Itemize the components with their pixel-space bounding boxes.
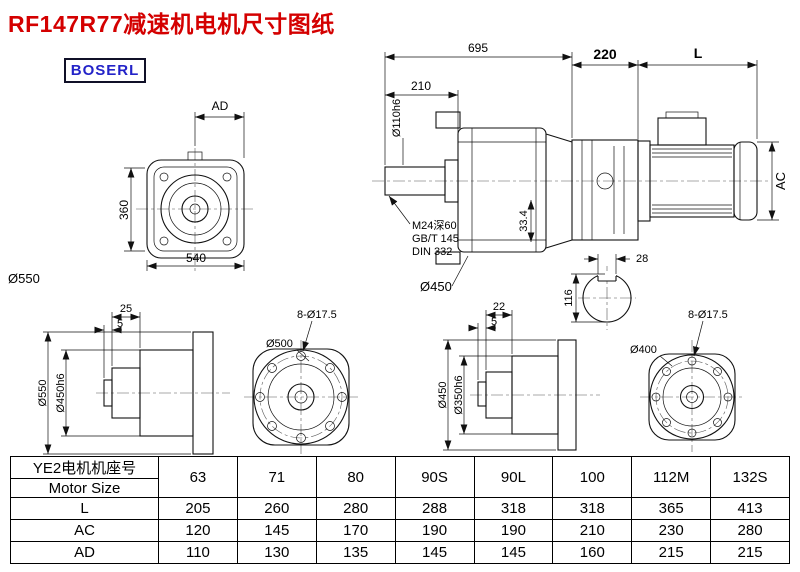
table-row-l: L 205 260 280 288 318 318 365 413	[10, 497, 790, 520]
column-header-90l: 90L	[473, 456, 554, 498]
label-bolt-holes: 8-Ø17.5	[297, 309, 337, 321]
input-gear-unit	[571, 139, 639, 241]
cell-ac-90l: 190	[473, 519, 554, 542]
cell-ad-100: 160	[552, 541, 633, 564]
gearbox-front-view: AD 360 540 Ø550	[8, 99, 256, 286]
flange-b-side-view: 22 5 Ø450 Ø350h6	[437, 301, 600, 451]
cell-l-100: 318	[552, 497, 633, 520]
dim-540: 540	[186, 251, 206, 265]
note-standard: GB/T 145	[412, 233, 459, 245]
column-header-100: 100	[552, 456, 633, 498]
gear-housing	[435, 111, 573, 265]
table-row-ad: AD 110 130 135 145 145 160 215 215	[10, 541, 790, 564]
cell-ac-90s: 190	[394, 519, 475, 542]
cell-ac-63: 120	[158, 519, 238, 542]
label-shaft-diameter: Ø110h6	[391, 99, 403, 137]
gearmotor-side-view: 695 210 220 L Ø110h6 M24深60 GB/T 145 DIN…	[372, 41, 788, 330]
cell-l-71: 260	[236, 497, 317, 520]
shaft-cross-section: 116 28	[563, 253, 648, 330]
label-flange-od: Ø450	[437, 382, 449, 409]
cell-ac-112m: 230	[631, 519, 712, 542]
dim-key-height: 116	[563, 289, 575, 307]
cell-l-63: 205	[158, 497, 238, 520]
cell-ac-71: 145	[236, 519, 317, 542]
column-header-71: 71	[236, 456, 317, 498]
label-bolt-circle: Ø500	[266, 338, 293, 350]
column-header-112m: 112M	[631, 456, 712, 498]
cell-ac-80: 170	[315, 519, 396, 542]
dim-33-4: 33.4	[518, 210, 530, 231]
label-flange-d450: Ø450	[420, 279, 452, 294]
dim-ad: AD	[212, 99, 229, 113]
note-thread: M24深60	[412, 219, 457, 232]
dim-spigot-height: 5	[117, 318, 123, 330]
cell-ad-90s: 145	[394, 541, 475, 564]
table-header-cn: YE2电机机座号	[10, 456, 159, 479]
cell-ad-71: 130	[236, 541, 317, 564]
table-row-ac: AC 120 145 170 190 190 210 230 280	[10, 519, 790, 542]
cell-ad-112m: 215	[631, 541, 712, 564]
dim-motor-height: AC	[773, 172, 788, 190]
flange-a-side-view: 25 5 Ø550 Ø450h6	[37, 303, 230, 455]
row-label-l: L	[10, 497, 159, 520]
row-label-ac: AC	[10, 519, 159, 542]
label-flange-od: Ø550	[37, 380, 49, 407]
cell-l-80: 280	[315, 497, 396, 520]
cell-ad-132s: 215	[710, 541, 790, 564]
brand-text: BOSERL	[70, 62, 140, 79]
cell-l-132s: 413	[710, 497, 790, 520]
dim-flange-thickness: 22	[493, 301, 505, 313]
table-header-en: Motor Size	[10, 478, 159, 498]
label-bolt-circle: Ø400	[630, 344, 657, 356]
dim-spigot-height: 5	[491, 316, 497, 328]
column-header-90s: 90S	[394, 456, 475, 498]
cell-l-112m: 365	[631, 497, 712, 520]
note-din: DIN 332	[412, 246, 452, 258]
cell-l-90s: 288	[394, 497, 475, 520]
motor-size-table: YE2电机机座号 63 71 80 90S 90L 100 112M 132S …	[10, 456, 790, 564]
label-flange-spigot: Ø350h6	[453, 375, 465, 414]
cell-ac-100: 210	[552, 519, 633, 542]
cell-ad-63: 110	[158, 541, 238, 564]
cell-ad-90l: 145	[473, 541, 554, 564]
motor-body	[637, 111, 758, 222]
flange-b-front-view: Ø400 8-Ø17.5	[630, 309, 744, 452]
dim-210: 210	[411, 79, 431, 93]
cell-ac-132s: 280	[710, 519, 790, 542]
column-header-63: 63	[158, 456, 238, 498]
brand-logo: BOSERL	[64, 58, 146, 83]
dim-695: 695	[468, 41, 488, 55]
column-header-132s: 132S	[710, 456, 790, 498]
dim-flange-thickness: 25	[120, 303, 132, 315]
flange-a-front-view: Ø500 8-Ø17.5	[244, 309, 358, 454]
cell-l-90l: 318	[473, 497, 554, 520]
label-flange-spigot: Ø450h6	[55, 373, 67, 412]
cell-ad-80: 135	[315, 541, 396, 564]
column-header-80: 80	[315, 456, 396, 498]
row-label-ad: AD	[10, 541, 159, 564]
label-flange-d550: Ø550	[8, 271, 40, 286]
dim-motor-length: L	[694, 45, 703, 61]
page-title: RF147R77减速机电机尺寸图纸	[8, 11, 335, 37]
dim-key-width: 28	[636, 253, 648, 265]
dim-360: 360	[117, 200, 131, 220]
dim-220: 220	[593, 46, 617, 62]
label-bolt-holes: 8-Ø17.5	[688, 309, 728, 321]
technical-drawing: AD 360 540 Ø550	[8, 41, 788, 455]
